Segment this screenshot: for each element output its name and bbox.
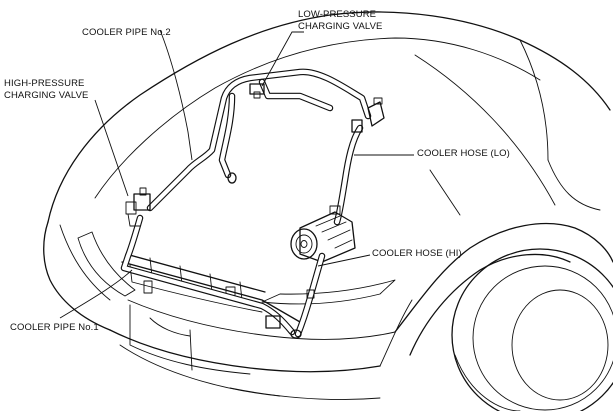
high-pressure-valve-label: HIGH-PRESSURE CHARGING VALVE [4,78,89,101]
leader-lines [59,29,414,319]
low-pressure-valve-label: LOW-PRESSURE CHARGING VALVE [298,9,383,32]
cooler-pipe-1-label: COOLER PIPE No.1 [10,322,99,333]
compressor [290,205,356,263]
cooler-pipe-no2 [146,68,385,212]
cooler-hose-lo [333,119,364,226]
cooler-hose-hi [294,252,326,338]
high-pressure-valve [125,187,151,227]
cooler-pipe-no1 [120,214,302,339]
car-body-outline [43,11,613,411]
cooler-hose-lo-label: COOLER HOSE (LO) [417,148,510,159]
cooler-pipe-2-label: COOLER PIPE No.2 [82,27,171,38]
cooler-hose-hi-label: COOLER HOSE (HI) [372,248,462,259]
